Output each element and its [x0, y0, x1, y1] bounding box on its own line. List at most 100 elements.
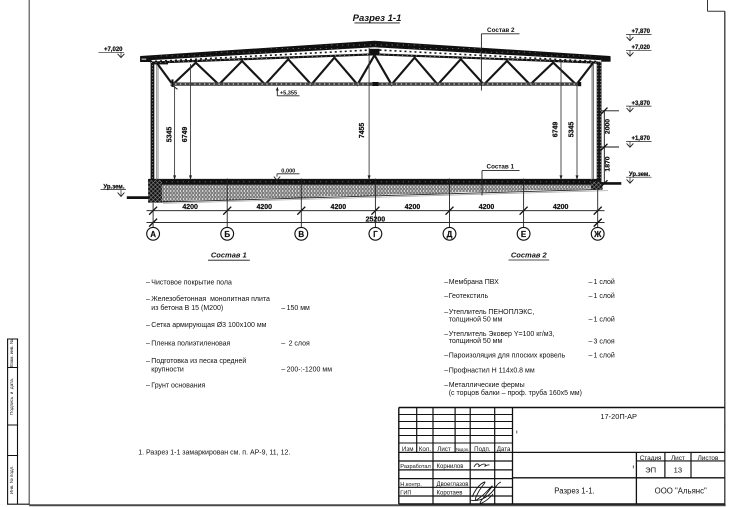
- svg-text:из бетона В 15 (М200): из бетона В 15 (М200): [151, 304, 223, 312]
- svg-text:Корнилов: Корнилов: [437, 464, 464, 470]
- svg-text:Пленка полиэтиленовая: Пленка полиэтиленовая: [151, 341, 230, 348]
- svg-text:Разработал: Разработал: [400, 464, 430, 470]
- svg-text:Стадия: Стадия: [640, 455, 662, 462]
- svg-text:Сетка армирующая Ø3 100х100 мм: Сетка армирующая Ø3 100х100 мм: [151, 322, 266, 329]
- svg-text:2 слоя: 2 слоя: [289, 341, 310, 348]
- svg-text:ЭП: ЭП: [645, 465, 656, 474]
- svg-text:–: –: [146, 383, 150, 390]
- svg-text:–: –: [444, 353, 448, 360]
- svg-text:4200: 4200: [553, 204, 569, 211]
- svg-text:1 слой: 1 слой: [594, 316, 615, 324]
- svg-text:Лист: Лист: [671, 455, 685, 462]
- svg-text:–: –: [444, 368, 448, 375]
- svg-text:Изм: Изм: [402, 446, 414, 453]
- svg-text:4200: 4200: [256, 204, 272, 211]
- svg-text:Б: Б: [224, 230, 230, 239]
- svg-text:Н.контр.: Н.контр.: [400, 482, 422, 488]
- svg-text:Мембрана ПВХ: Мембрана ПВХ: [449, 278, 499, 286]
- svg-text:–: –: [444, 293, 448, 300]
- svg-text:толщиной 50 мм: толщиной 50 мм: [449, 316, 503, 324]
- svg-text:–: –: [589, 317, 593, 324]
- svg-text:+7,870: +7,870: [631, 29, 650, 35]
- svg-text:–: –: [444, 331, 448, 338]
- svg-text:Двоеглазов: Двоеглазов: [437, 482, 469, 488]
- svg-text:5345: 5345: [166, 127, 173, 143]
- svg-text:Ур.зем.: Ур.зем.: [629, 172, 650, 178]
- svg-text:Коротаев: Коротаев: [437, 490, 463, 496]
- svg-text:Разрез 1-1: Разрез 1-1: [353, 13, 402, 24]
- svg-text:1 слой: 1 слой: [594, 352, 615, 360]
- svg-text:–: –: [146, 358, 150, 365]
- svg-text:4200: 4200: [479, 204, 495, 211]
- svg-text:+7,020: +7,020: [104, 47, 123, 53]
- svg-text:Е: Е: [521, 230, 527, 239]
- svg-text:–: –: [444, 382, 448, 389]
- svg-text:150 мм: 150 мм: [287, 305, 310, 312]
- svg-text:Кол.: Кол.: [419, 446, 432, 453]
- svg-text:крупности: крупности: [151, 367, 184, 374]
- svg-text:Железобетонная монолитная пли: Железобетонная монолитная плита: [151, 295, 270, 303]
- svg-text:–: –: [589, 353, 593, 360]
- svg-text:17-20П-АР: 17-20П-АР: [600, 412, 637, 421]
- svg-text:толщиной 50 мм: толщиной 50 мм: [449, 337, 503, 345]
- svg-text:+3,870: +3,870: [631, 101, 650, 107]
- svg-text:2000: 2000: [605, 119, 612, 134]
- svg-text:Подготовка из песка средней: Подготовка из песка средней: [151, 357, 246, 365]
- svg-text:Г: Г: [373, 230, 378, 239]
- svg-text:–: –: [444, 279, 448, 286]
- svg-text:А: А: [150, 230, 156, 239]
- svg-text:1870: 1870: [605, 156, 612, 171]
- svg-text:5345: 5345: [569, 122, 576, 138]
- svg-text:Утеплитель ПЕНОПЛЭКС,: Утеплитель ПЕНОПЛЭКС,: [449, 309, 535, 316]
- svg-text:7455: 7455: [359, 123, 366, 139]
- svg-text:3 слоя: 3 слоя: [594, 339, 615, 346]
- svg-text:Грунт основания: Грунт основания: [151, 383, 205, 390]
- svg-text:–: –: [589, 339, 593, 346]
- svg-text:Пароизоляция для плоских крове: Пароизоляция для плоских кровель: [449, 353, 566, 360]
- svg-text:–: –: [589, 293, 593, 300]
- svg-text:Подпись и дата.: Подпись и дата.: [9, 378, 14, 415]
- svg-text:4200: 4200: [331, 204, 347, 211]
- svg-text:6749: 6749: [182, 127, 189, 143]
- svg-text:1. Разрез 1-1 замаркирован см.: 1. Разрез 1-1 замаркирован см. п. АР-9, …: [138, 449, 290, 456]
- svg-text:Состав 1: Состав 1: [211, 251, 247, 260]
- svg-text:Состав 2: Состав 2: [487, 27, 515, 34]
- svg-text:1 слой: 1 слой: [594, 292, 615, 300]
- svg-text:Состав 1: Состав 1: [487, 164, 515, 171]
- svg-text:–: –: [444, 309, 448, 316]
- svg-text:ООО "Альянс": ООО "Альянс": [655, 486, 707, 495]
- svg-text:В: В: [298, 230, 304, 239]
- svg-text:200-:-1200 мм: 200-:-1200 мм: [287, 367, 333, 374]
- svg-text:Взам. инв. №: Взам. инв. №: [9, 339, 14, 367]
- svg-text:4200: 4200: [405, 204, 421, 211]
- svg-text:Лист: Лист: [437, 446, 451, 453]
- svg-text:–: –: [281, 305, 285, 312]
- svg-text:–: –: [281, 341, 285, 348]
- svg-text:+5,355: +5,355: [280, 90, 297, 96]
- svg-text:Листов: Листов: [698, 455, 719, 462]
- svg-text:Ур.зем.: Ур.зем.: [103, 184, 124, 190]
- svg-text:–: –: [146, 279, 150, 286]
- svg-text:–: –: [146, 322, 150, 329]
- svg-text:13: 13: [674, 465, 682, 474]
- svg-text:–: –: [146, 296, 150, 303]
- svg-text:–: –: [589, 279, 593, 286]
- svg-text:+7,020: +7,020: [631, 45, 650, 51]
- svg-text:Утеплитель Эковер Y=100 кг/м3,: Утеплитель Эковер Y=100 кг/м3,: [449, 331, 555, 338]
- svg-text:Ж: Ж: [593, 230, 602, 239]
- svg-text:4200: 4200: [182, 204, 198, 211]
- svg-text:Инв. № подл.: Инв. № подл.: [9, 465, 14, 494]
- svg-text:Разрез 1-1.: Разрез 1-1.: [554, 486, 594, 495]
- svg-text:–: –: [146, 341, 150, 348]
- svg-text:(с торцов балки – проф. труба: (с торцов балки – проф. труба 160х5 мм): [449, 389, 582, 397]
- svg-text:Профнастил Н 114х0.8 мм: Профнастил Н 114х0.8 мм: [449, 368, 535, 375]
- svg-text:ГИП: ГИП: [400, 490, 411, 496]
- svg-text:Геотекстиль: Геотекстиль: [449, 293, 489, 300]
- svg-text:№док.: №док.: [456, 447, 469, 452]
- svg-text:+1,870: +1,870: [631, 136, 650, 142]
- svg-text:Металлические фермы: Металлические фермы: [449, 382, 525, 389]
- svg-text:6749: 6749: [553, 122, 560, 138]
- svg-text:1 слой: 1 слой: [594, 278, 615, 286]
- svg-text:Д: Д: [447, 230, 453, 239]
- svg-text:Подп.: Подп.: [474, 446, 491, 453]
